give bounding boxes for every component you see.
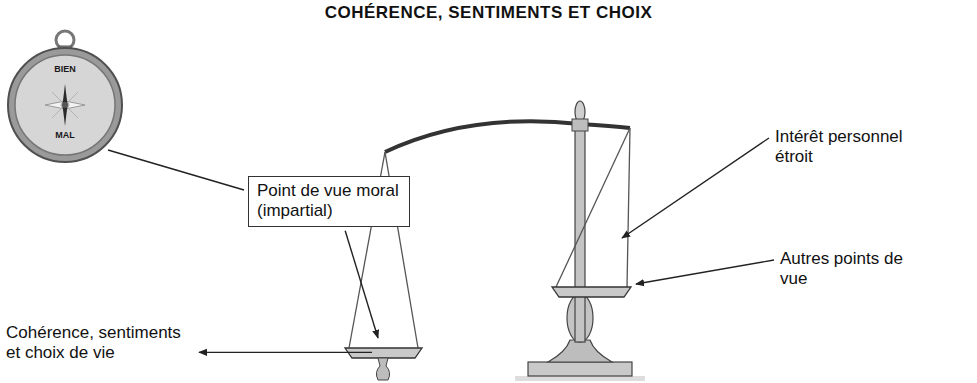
balance-scale: [345, 101, 645, 381]
box-text: Point de vue moral (impartial): [257, 181, 401, 222]
leader-line: [108, 150, 244, 190]
callout-label: Cohérence, sentiments et choix de vie: [6, 323, 191, 364]
callout-label: Intérêt personnel étroit: [775, 127, 925, 168]
callout-label: Autres points de vue: [780, 249, 910, 290]
leader-line: [622, 138, 769, 238]
diagram-title: COHÉRENCE, SENTIMENTS ET CHOIX: [0, 3, 977, 23]
leader-line: [636, 260, 774, 284]
leader-line: [199, 352, 372, 353]
compass-label: MAL: [45, 131, 85, 140]
compass-label: BIEN: [45, 65, 85, 74]
viewpoint-box: Point de vue moral (impartial): [248, 176, 410, 227]
leader-line: [345, 231, 378, 338]
compass-icon: [8, 31, 122, 162]
